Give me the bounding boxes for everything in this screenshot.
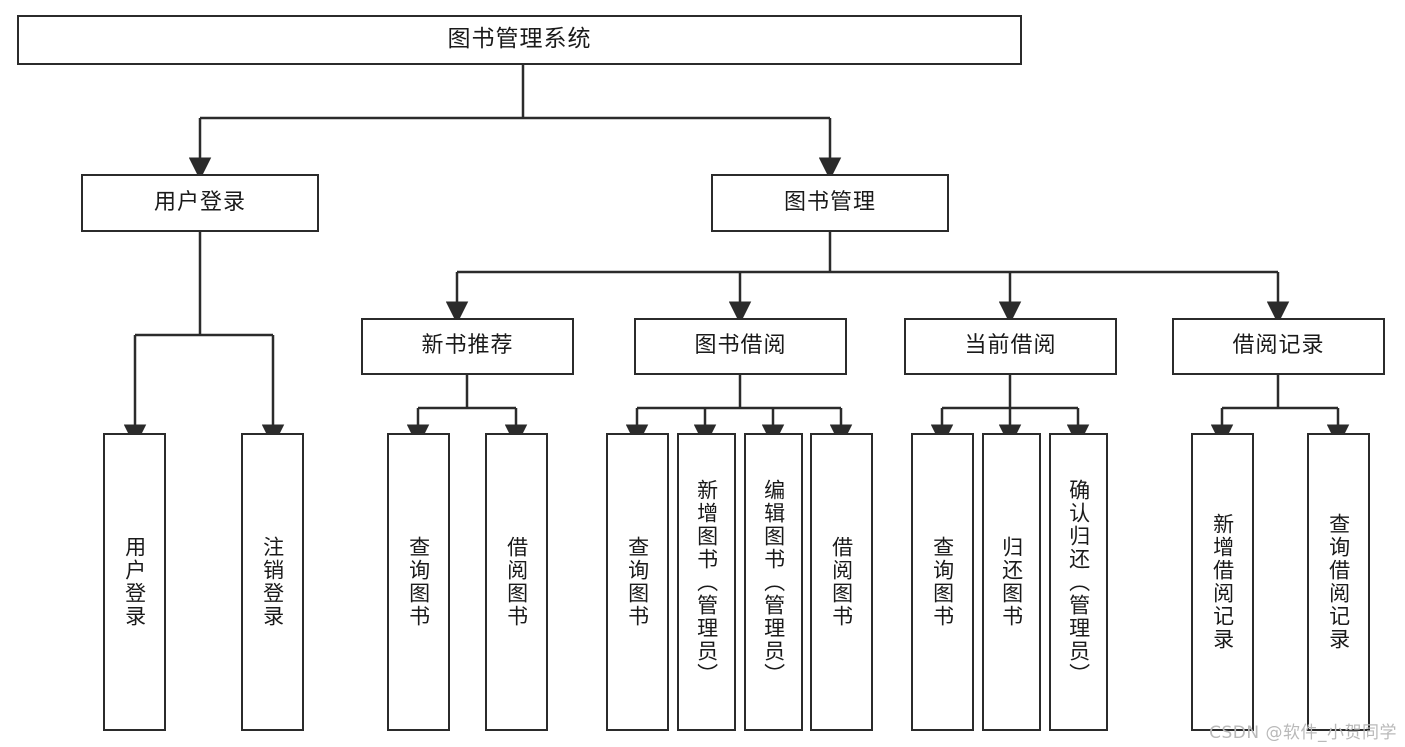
node-label: 注销登录 (260, 536, 285, 628)
leaf-query-book-borrow[interactable]: 查询图书 (606, 433, 669, 731)
leaf-return-book[interactable]: 归还图书 (982, 433, 1041, 731)
node-label: 查询借阅记录 (1326, 513, 1351, 651)
node-label: 查询图书 (406, 536, 431, 628)
node-label: 借阅记录 (1232, 333, 1325, 359)
node-new-book-recommend[interactable]: 新书推荐 (361, 318, 574, 375)
leaf-edit-book-admin[interactable]: 编辑图书（管理员） (744, 433, 803, 731)
node-label: 图书管理系统 (447, 26, 592, 53)
leaf-add-borrow-record[interactable]: 新增借阅记录 (1191, 433, 1254, 731)
node-label: 图书借阅 (694, 333, 787, 359)
node-label: 新增图书（管理员） (694, 478, 719, 686)
node-label: 归还图书 (999, 536, 1024, 628)
node-label: 借阅图书 (504, 536, 529, 628)
node-label: 用户登录 (122, 536, 147, 628)
leaf-add-book-admin[interactable]: 新增图书（管理员） (677, 433, 736, 731)
node-label: 图书管理 (783, 189, 876, 215)
leaf-query-book-current[interactable]: 查询图书 (911, 433, 974, 731)
node-borrow-record[interactable]: 借阅记录 (1172, 318, 1385, 375)
leaf-query-borrow-record[interactable]: 查询借阅记录 (1307, 433, 1370, 731)
node-label: 用户登录 (153, 189, 246, 215)
leaf-query-book-newbook[interactable]: 查询图书 (387, 433, 450, 731)
node-label: 确认归还（管理员） (1066, 478, 1091, 686)
leaf-logout[interactable]: 注销登录 (241, 433, 304, 731)
node-book-management[interactable]: 图书管理 (711, 174, 949, 232)
node-label: 查询图书 (930, 536, 955, 628)
leaf-borrow-book-newbook[interactable]: 借阅图书 (485, 433, 548, 731)
leaf-user-login[interactable]: 用户登录 (103, 433, 166, 731)
csdn-watermark: CSDN @软件_小贺同学 (1209, 723, 1397, 743)
node-label: 新增借阅记录 (1210, 513, 1235, 651)
node-label: 编辑图书（管理员） (761, 478, 786, 686)
node-book-borrow[interactable]: 图书借阅 (634, 318, 847, 375)
node-label: 当前借阅 (964, 333, 1057, 359)
node-label: 查询图书 (625, 536, 650, 628)
node-user-login[interactable]: 用户登录 (81, 174, 319, 232)
node-current-borrow[interactable]: 当前借阅 (904, 318, 1117, 375)
leaf-confirm-return-admin[interactable]: 确认归还（管理员） (1049, 433, 1108, 731)
node-root-library-management-system[interactable]: 图书管理系统 (17, 15, 1022, 65)
node-label: 借阅图书 (829, 536, 854, 628)
leaf-borrow-book-borrow[interactable]: 借阅图书 (810, 433, 873, 731)
node-label: 新书推荐 (421, 333, 514, 359)
